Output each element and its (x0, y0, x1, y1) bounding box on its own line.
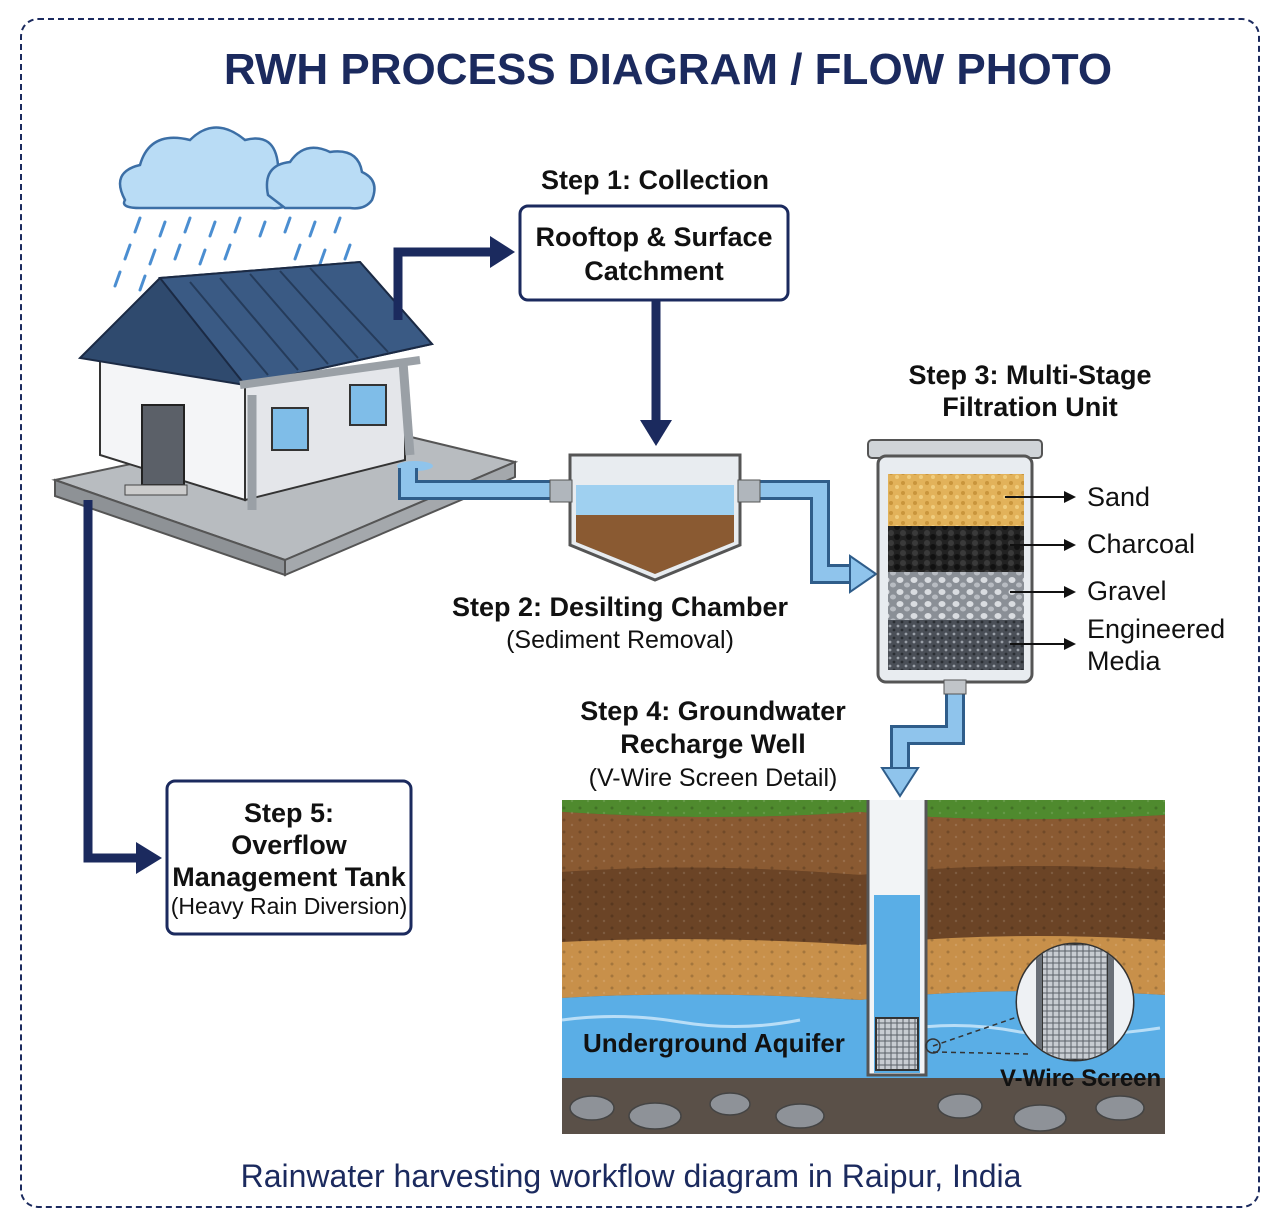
media-layer (888, 620, 1024, 670)
step5-line1: Step 5: (244, 798, 334, 828)
step5-box (165, 779, 413, 936)
step4-heading-line2: Recharge Well (620, 729, 806, 759)
gravel-layer (888, 572, 1024, 620)
step1-box-line1: Rooftop & Surface (535, 222, 772, 252)
sand-label: Sand (1087, 482, 1150, 512)
screen-label: V-Wire Screen (1000, 1065, 1161, 1092)
step4-sub: (V-Wire Screen Detail) (589, 764, 838, 792)
diagram-frame (20, 18, 1260, 1208)
step5-line2: Overflow (231, 830, 348, 860)
step5-line4: (Heavy Rain Diversion) (171, 893, 407, 919)
charcoal-label: Charcoal (1087, 529, 1195, 559)
step2-sub: (Sediment Removal) (506, 626, 734, 654)
step3-heading-line2: Filtration Unit (942, 392, 1117, 422)
step2-heading: Step 2: Desilting Chamber (452, 592, 789, 622)
engineered-label-1: Engineered (1087, 614, 1225, 644)
filtration-unit (867, 439, 1076, 695)
gravel-label: Gravel (1087, 576, 1167, 606)
step1-box (518, 204, 790, 302)
step3-heading-line1: Step 3: Multi-Stage (908, 360, 1151, 390)
house-icon (77, 260, 434, 510)
sand-layer (888, 474, 1024, 526)
engineered-label-2: Media (1087, 646, 1162, 676)
water-pipe (398, 468, 965, 798)
step1-heading: Step 1: Collection (541, 165, 769, 195)
caption: Rainwater harvesting workflow diagram in… (241, 1158, 1022, 1194)
cloud-icon (118, 126, 376, 210)
desilting-chamber (549, 453, 761, 582)
step4-heading-line1: Step 4: Groundwater (580, 696, 846, 726)
screen-detail (925, 942, 1135, 1062)
charcoal-layer (888, 526, 1024, 572)
rain-icon (113, 216, 352, 292)
aquifer-label: Underground Aquifer (583, 1028, 845, 1058)
page-title: RWH PROCESS DIAGRAM / FLOW PHOTO (224, 45, 1112, 94)
step5-line3: Management Tank (172, 862, 407, 892)
step1-box-line2: Catchment (584, 256, 724, 286)
arrow-icon (83, 236, 672, 874)
